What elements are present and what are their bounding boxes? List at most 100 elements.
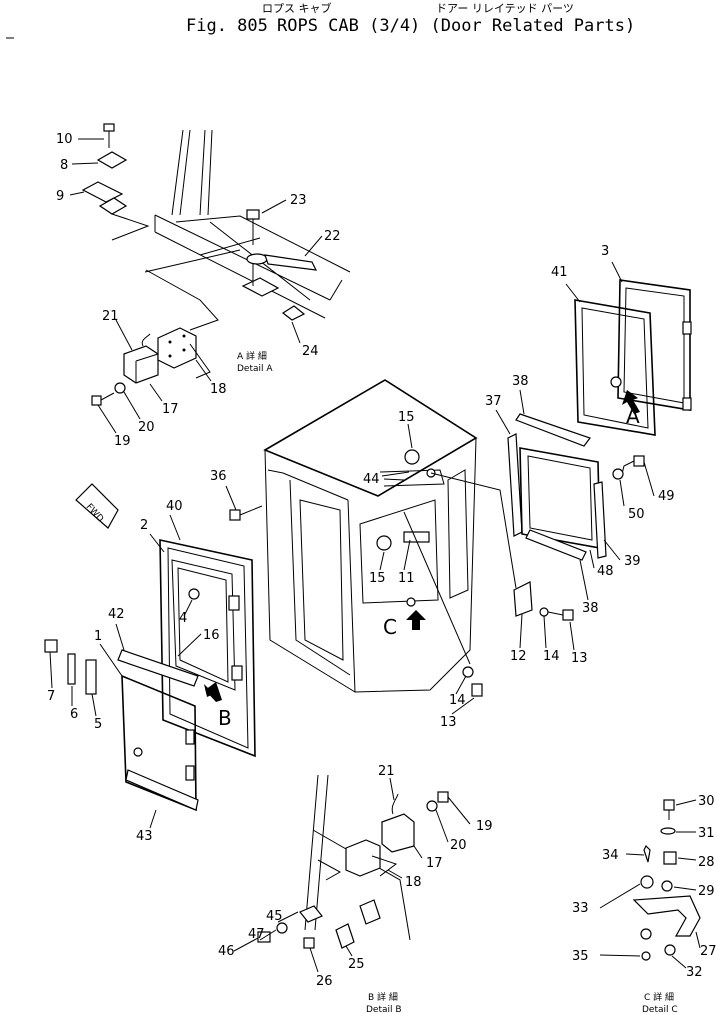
callout-leader-29 — [673, 886, 697, 891]
callout-leader-7 — [49, 651, 53, 689]
callout-leader-44 — [383, 478, 405, 481]
callout-15: 15 — [398, 410, 415, 425]
callout-1: 1 — [94, 629, 102, 644]
callout-leader-32 — [671, 955, 687, 969]
detail-b-caption-jp: B 詳 細 — [368, 991, 398, 1003]
callout-leader-41 — [565, 283, 581, 303]
title-jp-2: ドアー リレイテッド パーツ — [436, 2, 574, 15]
detail-c-caption-en: Detail C — [642, 1005, 678, 1014]
callout-leader-20 — [435, 809, 449, 843]
callout-leader-17 — [413, 845, 423, 859]
callout-leader-33 — [599, 883, 641, 909]
callout-leader-16 — [177, 633, 202, 657]
callout-23: 23 — [290, 193, 307, 208]
callout-32: 32 — [686, 965, 703, 980]
callout-10: 10 — [56, 132, 73, 147]
callout-24: 24 — [302, 344, 319, 359]
callout-leader-21 — [389, 777, 395, 801]
callout-3: 3 — [601, 244, 609, 259]
callout-16: 16 — [203, 628, 220, 643]
callout-40: 40 — [166, 499, 183, 514]
callout-48: 48 — [597, 564, 614, 579]
callout-45: 45 — [266, 909, 283, 924]
callout-leader-18 — [387, 869, 403, 879]
callout-leader-49 — [643, 461, 655, 497]
callout-leader-20 — [123, 391, 141, 420]
callout-17: 17 — [426, 856, 443, 871]
callout-13: 13 — [571, 651, 588, 666]
callout-9: 9 — [56, 189, 64, 204]
callout-14: 14 — [449, 693, 466, 708]
callout-leader-28 — [677, 857, 697, 861]
callout-leader-15 — [407, 423, 413, 449]
callout-leader-12 — [519, 613, 523, 649]
callout-14: 14 — [543, 649, 560, 664]
figure-title: ROPS CAB (3/4) (Door Related Parts) — [277, 16, 635, 36]
callout-leader-38 — [519, 389, 525, 415]
view-marker-c: C — [383, 615, 397, 639]
callout-leader-30 — [675, 799, 697, 806]
callout-12: 12 — [510, 649, 527, 664]
title-jp-1: ロプス キャブ — [262, 1, 332, 15]
callout-leader-47 — [259, 929, 277, 941]
view-marker-b: B — [218, 706, 232, 730]
callout-leader-15 — [379, 551, 385, 571]
callout-5: 5 — [94, 717, 102, 732]
window-assembly-3-41 — [574, 279, 692, 436]
callout-19: 19 — [476, 819, 493, 834]
callout-37: 37 — [485, 394, 502, 409]
cab-body — [229, 379, 574, 697]
callout-21: 21 — [378, 764, 395, 779]
callout-7: 7 — [47, 689, 55, 704]
callout-15: 15 — [369, 571, 386, 586]
glass-frame-assembly — [507, 413, 645, 561]
callout-34: 34 — [602, 848, 619, 863]
callout-46: 46 — [218, 944, 235, 959]
callout-leader-39 — [603, 539, 621, 561]
callout-30: 30 — [698, 794, 715, 809]
callout-8: 8 — [60, 158, 68, 173]
callout-leader-45 — [277, 911, 299, 923]
callout-leader-5 — [91, 693, 97, 717]
callout-leader-36 — [225, 485, 237, 511]
callout-25: 25 — [348, 957, 365, 972]
callout-leader-14 — [543, 615, 547, 649]
callout-leader-48 — [589, 549, 595, 569]
callout-18: 18 — [405, 875, 422, 890]
callout-leader-42 — [115, 623, 125, 651]
callout-4: 4 — [179, 611, 187, 626]
callout-13: 13 — [440, 715, 457, 730]
callout-leader-lines — [49, 138, 701, 973]
callout-44: 44 — [363, 472, 380, 487]
fwd-arrow-sign: FWD — [75, 483, 119, 529]
callout-43: 43 — [136, 829, 153, 844]
callout-leader-23 — [261, 199, 287, 214]
callout-leader-46 — [233, 937, 259, 952]
callout-2: 2 — [140, 518, 148, 533]
callout-leader-26 — [309, 947, 319, 973]
callout-leader-27 — [695, 931, 701, 949]
callout-leader-37 — [495, 409, 511, 435]
callout-leader-2 — [149, 533, 165, 553]
callout-38: 38 — [512, 374, 529, 389]
callout-50: 50 — [628, 507, 645, 522]
callout-39: 39 — [624, 554, 641, 569]
detail-a-caption-jp: A 詳 細 — [237, 350, 267, 362]
callout-49: 49 — [658, 489, 675, 504]
view-marker-a: A — [626, 404, 640, 428]
callout-leader-11 — [403, 539, 411, 571]
callout-leader-17 — [149, 383, 163, 402]
callout-20: 20 — [138, 420, 155, 435]
callout-36: 36 — [210, 469, 227, 484]
callout-17: 17 — [162, 402, 179, 417]
callout-33: 33 — [572, 901, 589, 916]
callout-19: 19 — [114, 434, 131, 449]
callout-leader-50 — [619, 479, 625, 507]
detail-b-drawing — [257, 774, 449, 949]
callout-leader-18 — [195, 359, 212, 382]
detail-a-drawing — [81, 123, 351, 406]
callout-leader-19 — [97, 404, 117, 434]
